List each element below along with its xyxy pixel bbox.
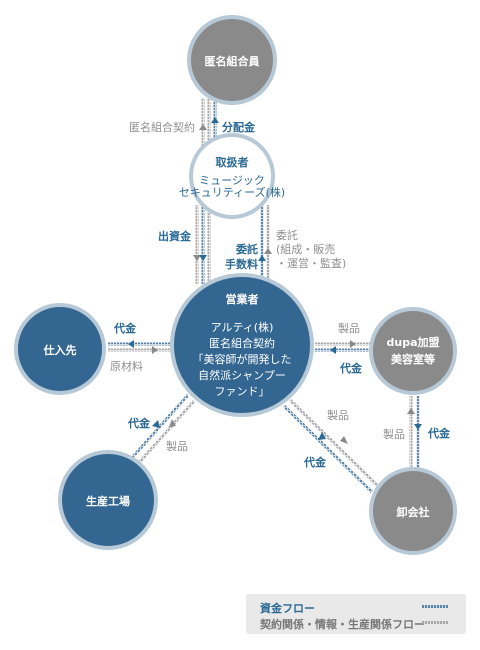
arrow-left-icon — [330, 346, 336, 354]
payment-supplier-label: 代金 — [113, 321, 137, 335]
operator-line3: 「美容師が開発した — [193, 352, 292, 366]
commission-fee-label-1: 委託 — [235, 242, 258, 256]
operator-title: 営業者 — [226, 292, 259, 306]
legend-contract-flow-line — [422, 621, 448, 624]
handler-title: 取扱者 — [216, 155, 249, 169]
salon-line1: dupa加盟 — [386, 335, 439, 349]
handler-operator-connector — [193, 205, 272, 284]
product-factory-label: 製品 — [166, 439, 188, 453]
wholesaler-node: 卸会社 — [369, 467, 457, 555]
arrow-down-icon — [199, 255, 207, 261]
handler-node: 取扱者 ミュージック セキュリティーズ(株) — [179, 133, 285, 219]
operator-wholesaler-connector — [282, 398, 380, 494]
entrust-label-1: 委託 — [276, 228, 298, 242]
arrow-right-icon — [152, 346, 158, 354]
arrow-right-icon — [350, 340, 356, 348]
arrow-up-icon — [211, 117, 219, 123]
arrow-left-icon — [128, 340, 134, 348]
arrow-up-icon — [258, 255, 266, 261]
payment-factory-label: 代金 — [127, 416, 151, 430]
supplier-label: 仕入先 — [43, 343, 77, 357]
silent-partnership-label: 匿名組合契約 — [129, 120, 195, 134]
distribution-label: 分配金 — [222, 120, 256, 134]
product-wholesaler-label: 製品 — [327, 408, 349, 422]
arrow-down-icon — [414, 424, 422, 430]
operator-salon-connector — [315, 340, 372, 354]
salon-line2: 美容室等 — [391, 352, 435, 366]
arrow-icon — [169, 419, 176, 427]
arrow-up-icon — [264, 248, 272, 254]
raw-material-label: 原材料 — [110, 359, 143, 373]
product-salon-label: 製品 — [338, 321, 360, 335]
legend-fund-flow-line — [422, 605, 448, 608]
legend: 資金フロー 契約関係・情報・生産関係フロー — [246, 594, 466, 634]
arrow-icon — [152, 420, 160, 428]
payment-salon-label: 代金 — [339, 361, 363, 375]
operator-line1: アルティ(株) — [211, 320, 274, 334]
arrow-icon — [340, 436, 348, 444]
entrust-label-3: ・運営・監査) — [276, 256, 346, 270]
payment-ws-salon-label: 代金 — [427, 426, 451, 440]
legend-contract-flow-label: 契約関係・情報・生産関係フロー — [260, 618, 425, 631]
commission-fee-label-2: 手数料 — [225, 257, 258, 271]
operator-factory-connector — [128, 394, 196, 467]
salon-node: dupa加盟 美容室等 — [369, 307, 457, 395]
entrust-label-2: (組成・販売 — [276, 243, 335, 256]
investment-label: 出資金 — [158, 229, 192, 243]
product-ws-salon-label: 製品 — [383, 427, 405, 441]
payment-wholesaler-label: 代金 — [303, 455, 327, 469]
arrow-icon — [318, 432, 326, 440]
supplier-node: 仕入先 — [14, 303, 106, 395]
operator-line2: 匿名組合契約 — [209, 336, 275, 350]
wholesaler-label: 卸会社 — [397, 505, 430, 519]
salon-wholesaler-connector — [407, 396, 422, 468]
arrow-up-icon — [199, 124, 207, 130]
investors-label: 匿名組合員 — [205, 54, 260, 68]
operator-supplier-connector — [108, 340, 175, 354]
operator-line4: 自然派シャンプー — [198, 368, 286, 382]
operator-node: 営業者 アルティ(株) 匿名組合契約 「美容師が開発した 自然派シャンプー ファ… — [170, 273, 314, 417]
arrow-down-icon — [193, 255, 201, 261]
handler-line2: セキュリティーズ(株) — [179, 185, 285, 199]
arrow-up-icon — [407, 408, 415, 414]
legend-fund-flow-label: 資金フロー — [260, 602, 315, 615]
operator-line5: ファンド」 — [215, 385, 270, 398]
factory-node: 生産工場 — [58, 450, 158, 550]
investors-node: 匿名組合員 — [187, 15, 277, 105]
factory-label: 生産工場 — [86, 494, 130, 508]
handler-line1: ミュージック — [199, 174, 265, 187]
